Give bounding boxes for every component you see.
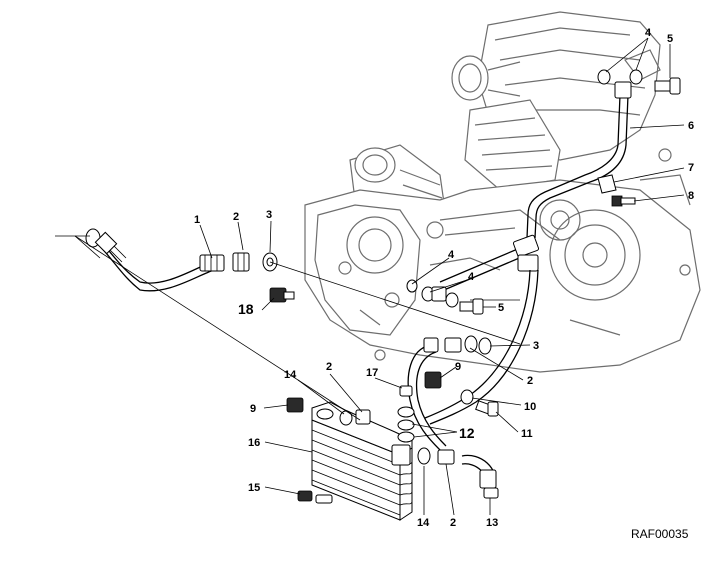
callout-18: 18 [238, 301, 254, 317]
callout-12: 12 [459, 425, 475, 441]
spacer-stack-17 [397, 385, 415, 443]
callout-4-mid-upper: 4 [448, 249, 455, 261]
callout-14-bottom: 14 [417, 517, 430, 529]
callout-2-bottom: 2 [450, 517, 456, 529]
adapter-2-bottom [437, 449, 455, 465]
engine-block-drawing [304, 11, 701, 373]
leader-lines [55, 37, 685, 516]
banjo-fitting-top [614, 81, 632, 99]
plug-bolt [269, 287, 295, 303]
hose-end-fitting-left [85, 228, 127, 263]
drain-plug-15 [297, 490, 333, 504]
washer-top-left [597, 69, 611, 85]
left-oil-hose-group [85, 228, 295, 303]
callout-labels: 1 2 3 4 5 6 7 8 4 4 5 18 3 2 9 10 11 12 … [194, 27, 694, 529]
clamp-bolt [611, 195, 636, 207]
callout-3-mid: 3 [533, 340, 539, 352]
hose-13-elbow [461, 454, 499, 499]
callout-11: 11 [521, 428, 533, 440]
callout-5: 5 [667, 33, 673, 45]
callout-3: 3 [266, 209, 272, 221]
callout-5-mid: 5 [498, 302, 504, 314]
pipe-clamp [597, 174, 617, 194]
middle-fittings-group [407, 335, 499, 451]
callout-1: 1 [194, 214, 200, 226]
drawing-code: RAF00035 [631, 527, 689, 541]
callout-2-left: 2 [326, 361, 332, 373]
callout-6: 6 [688, 120, 694, 132]
callout-15: 15 [248, 482, 260, 494]
callout-13: 13 [486, 517, 498, 529]
plug-9-left [286, 397, 304, 413]
plug-9-mid [424, 371, 442, 389]
washer-top-right [629, 69, 643, 85]
banjo-bolt-top [654, 77, 681, 95]
bolt-11 [475, 400, 499, 417]
callout-4: 4 [645, 27, 652, 39]
callout-10: 10 [524, 401, 536, 413]
callout-16: 16 [248, 437, 260, 449]
callout-9-mid: 9 [455, 361, 461, 373]
callout-17: 17 [366, 367, 378, 379]
oil-cooler-radiator [311, 401, 413, 521]
upper-oil-line-group [406, 69, 681, 425]
hose-end-fitting-right [199, 254, 225, 272]
callout-4-mid-lower: 4 [468, 271, 475, 283]
callout-14-left: 14 [284, 369, 297, 381]
callout-9-left: 9 [250, 403, 256, 415]
washer-14-left [339, 410, 353, 426]
banjo-bolt-mid [459, 298, 484, 315]
callout-2-mid: 2 [527, 375, 533, 387]
washer-14-bottom [417, 447, 431, 465]
callout-2: 2 [233, 211, 239, 223]
washer-10 [460, 389, 474, 405]
adapter-3-mid [444, 335, 492, 355]
adapter-part [232, 252, 250, 272]
callout-7: 7 [688, 162, 694, 174]
callout-8: 8 [688, 190, 694, 202]
oil-cooler-group [286, 385, 499, 521]
